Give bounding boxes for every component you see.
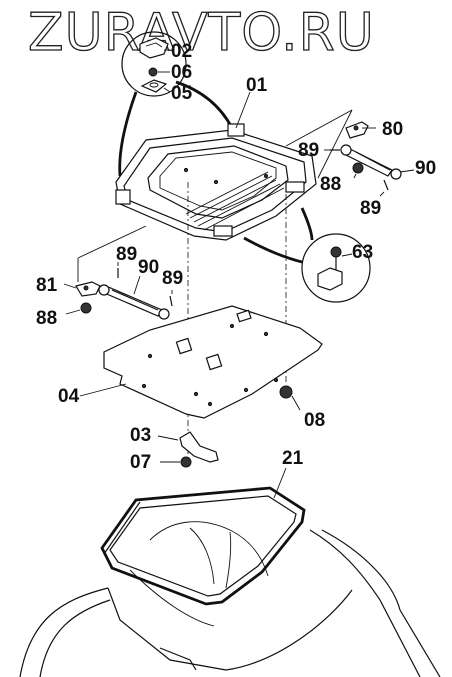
- right-strut-assembly: [285, 109, 415, 197]
- watermark-text: ZURAVTO.RU: [28, 3, 375, 63]
- cab-roof: [19, 521, 441, 677]
- left-strut-assembly: [63, 225, 173, 320]
- label-89-right-a: 89: [298, 140, 319, 161]
- bolt-07: [160, 456, 192, 468]
- label-05: 05: [171, 83, 193, 104]
- label-89-right-b: 89: [360, 198, 381, 219]
- label-02: 02: [171, 41, 192, 62]
- bolt-08: [279, 385, 301, 411]
- label-07: 07: [130, 452, 151, 473]
- label-80: 80: [382, 119, 403, 140]
- label-04: 04: [58, 386, 80, 407]
- label-63: 63: [352, 242, 373, 263]
- callout-circle-top: [121, 31, 187, 97]
- label-08: 08: [304, 410, 325, 431]
- label-88-right: 88: [320, 174, 341, 195]
- label-03: 03: [130, 425, 151, 446]
- inner-panel: [103, 305, 323, 419]
- label-01: 01: [246, 75, 268, 96]
- bracket-03: [157, 431, 219, 463]
- label-90-right: 90: [415, 158, 436, 179]
- label-88-left: 88: [36, 308, 57, 329]
- label-21: 21: [282, 448, 304, 469]
- roof-hatch-assembly: [115, 123, 317, 241]
- callout-circle-right: [301, 233, 371, 303]
- label-89-left-b: 89: [162, 268, 183, 289]
- hatch-seal: [100, 486, 306, 606]
- label-90-left: 90: [138, 257, 159, 278]
- label-89-left-a: 89: [116, 244, 137, 265]
- label-81: 81: [36, 275, 58, 296]
- label-06: 06: [171, 62, 192, 83]
